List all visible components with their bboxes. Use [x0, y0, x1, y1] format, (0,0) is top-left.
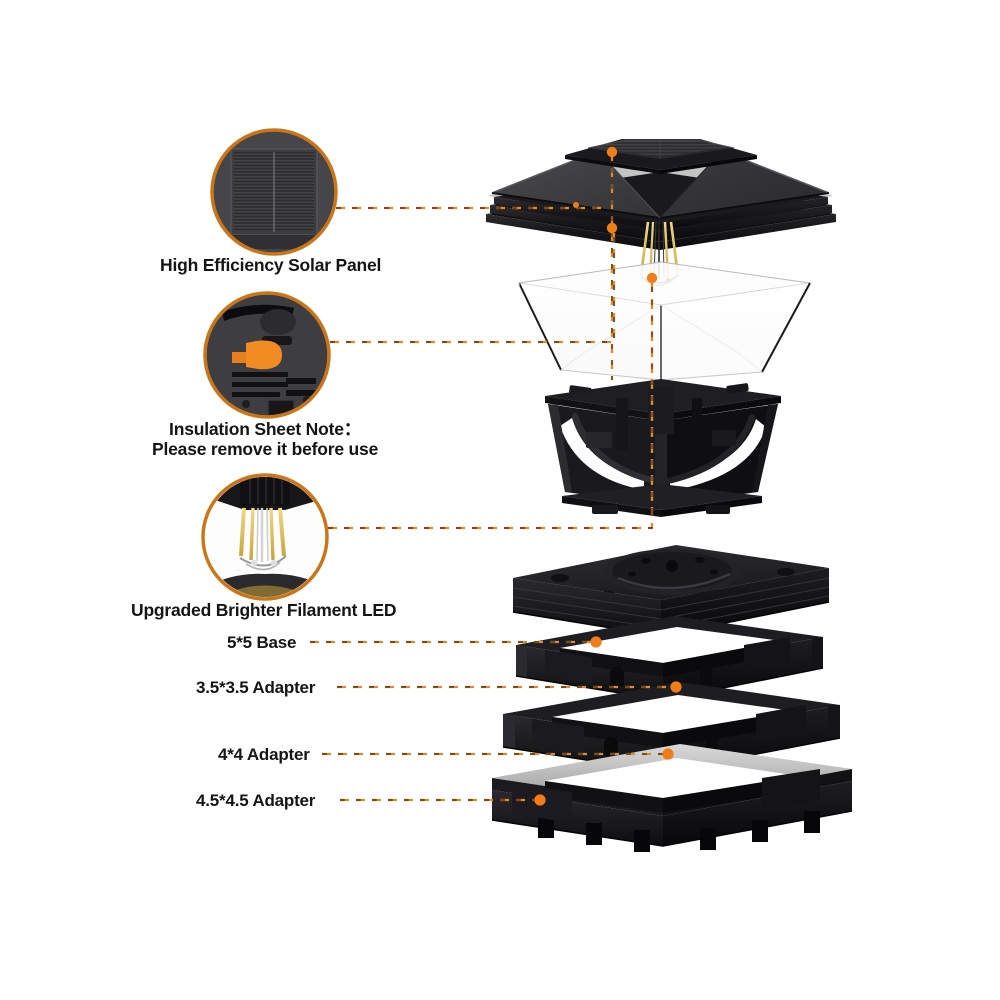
stack-label-base-5x5: 5*5 Base: [227, 633, 297, 652]
callout-text-insulation-line2: Please remove it before use: [152, 438, 379, 459]
callout-label-filament-led: Upgraded Brighter Filament LED: [131, 600, 397, 621]
callout-filament-led[interactable]: [201, 472, 329, 601]
callout-insulation-sheet[interactable]: [203, 291, 331, 419]
callout-label-solar-panel: High Efficiency Solar Panel: [160, 255, 382, 276]
part-glass-shade: [518, 261, 811, 381]
callout-text-insulation-line1: Insulation Sheet Note：: [169, 419, 362, 439]
part-base-plate: [512, 545, 830, 637]
callout-label-insulation-sheet: Insulation Sheet Note： Please remove it …: [152, 419, 379, 459]
part-decor-frame: [545, 379, 781, 517]
callout-solar-panel[interactable]: [210, 128, 338, 256]
leader-insulation: [330, 228, 616, 344]
stack-label-adapter-35: 3.5*3.5 Adapter: [196, 678, 316, 697]
assembly-axis: [610, 152, 654, 512]
connection-markers: [534, 146, 682, 806]
part-adapter-4-5: [491, 744, 853, 852]
stack-label-adapter-45: 4.5*4.5 Adapter: [196, 791, 316, 810]
callout-text-solar-panel: High Efficiency Solar Panel: [160, 255, 382, 275]
stack-label-adapter-4: 4*4 Adapter: [218, 745, 310, 764]
part-adapter-4: [502, 682, 841, 773]
leader-lines: [310, 206, 676, 802]
callout-text-filament-led: Upgraded Brighter Filament LED: [131, 600, 397, 620]
